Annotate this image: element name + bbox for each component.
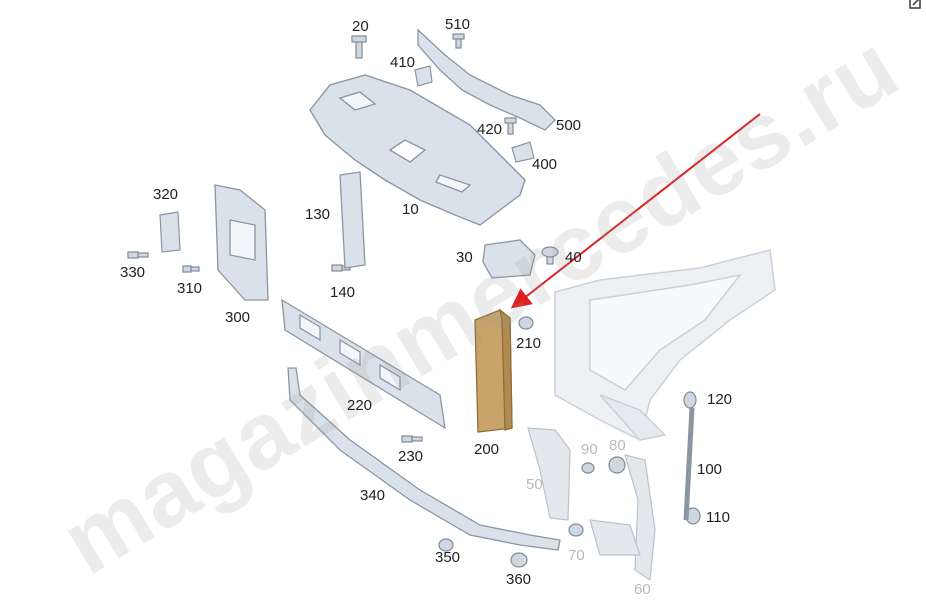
part-220-crossmember <box>281 298 446 430</box>
label-210[interactable]: 210 <box>516 335 542 352</box>
part-30-bracket <box>482 239 536 279</box>
label-510[interactable]: 510 <box>445 16 471 33</box>
part-320-bracket <box>159 211 181 253</box>
part-200-highlighted <box>474 308 513 433</box>
label-10[interactable]: 10 <box>402 201 419 218</box>
part-130-plate <box>339 171 366 269</box>
part-400-clip <box>511 141 535 163</box>
label-40[interactable]: 40 <box>565 249 582 266</box>
label-130[interactable]: 130 <box>305 206 331 223</box>
part-500-bracket <box>417 28 556 131</box>
label-500[interactable]: 500 <box>556 117 582 134</box>
label-320[interactable]: 320 <box>153 186 179 203</box>
label-80[interactable]: 80 <box>609 437 626 454</box>
label-400[interactable]: 400 <box>532 156 558 173</box>
part-300-panel <box>214 184 269 301</box>
callout-arrow <box>510 113 761 309</box>
label-420[interactable]: 420 <box>477 121 503 138</box>
label-30[interactable]: 30 <box>456 249 473 266</box>
label-310[interactable]: 310 <box>177 280 203 297</box>
label-330[interactable]: 330 <box>120 264 146 281</box>
label-20[interactable]: 20 <box>352 18 369 35</box>
label-220[interactable]: 220 <box>347 397 373 414</box>
label-140[interactable]: 140 <box>330 284 356 301</box>
label-110[interactable]: 110 <box>706 509 730 526</box>
label-300[interactable]: 300 <box>225 309 251 326</box>
label-360[interactable]: 360 <box>506 571 532 588</box>
label-90[interactable]: 90 <box>581 441 598 458</box>
label-350[interactable]: 350 <box>435 549 461 566</box>
part-10-panel <box>309 74 526 226</box>
label-100[interactable]: 100 <box>697 461 723 478</box>
parts-50-60-faded <box>527 427 656 582</box>
label-230[interactable]: 230 <box>398 448 424 465</box>
part-100-rod <box>683 407 695 521</box>
label-120[interactable]: 120 <box>707 391 733 408</box>
label-200[interactable]: 200 <box>474 441 500 458</box>
part-410-clip <box>414 65 433 87</box>
label-410[interactable]: 410 <box>390 54 416 71</box>
bolts <box>127 33 701 568</box>
faded-body-structure <box>554 249 776 442</box>
edit-icon[interactable] <box>906 0 924 12</box>
label-50[interactable]: 50 <box>526 476 543 493</box>
label-70[interactable]: 70 <box>568 547 585 564</box>
label-60[interactable]: 60 <box>634 581 651 598</box>
label-340[interactable]: 340 <box>360 487 386 504</box>
part-340-beam <box>287 367 561 551</box>
